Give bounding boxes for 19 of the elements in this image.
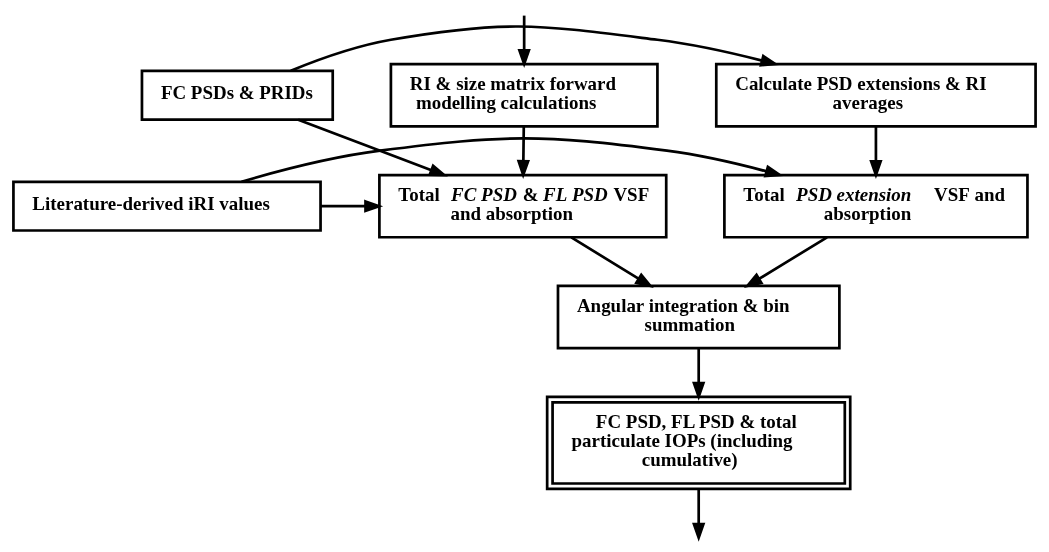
node-box: FC PSDs & PRIDs bbox=[140, 69, 335, 121]
node-box: RI & size matrix forward modelling calculations bbox=[389, 62, 659, 128]
arrow bbox=[516, 126, 530, 179]
arrow bbox=[743, 235, 828, 288]
arrow bbox=[320, 199, 384, 213]
arrow bbox=[570, 235, 654, 288]
arrow bbox=[290, 24, 780, 72]
arrow bbox=[517, 15, 531, 68]
node-box: Total PSD extension VSF and absorption bbox=[723, 173, 1029, 239]
node-box: Calculate PSD extensions & RI averages bbox=[714, 62, 1037, 128]
arrow bbox=[869, 126, 883, 179]
arrow bbox=[692, 347, 706, 401]
node-box: Angular integration & bin summation bbox=[556, 284, 841, 350]
node-box: FC PSD, FL PSD & total particulate IOPs (including cumulative) bbox=[545, 395, 852, 490]
node-box: Literature-derived iRI values bbox=[12, 179, 322, 232]
arrow bbox=[297, 117, 448, 176]
node-box: Total FC PSD & FL PSD VSF and absorption bbox=[378, 173, 668, 239]
arrow bbox=[692, 488, 706, 542]
arrow bbox=[241, 136, 784, 183]
